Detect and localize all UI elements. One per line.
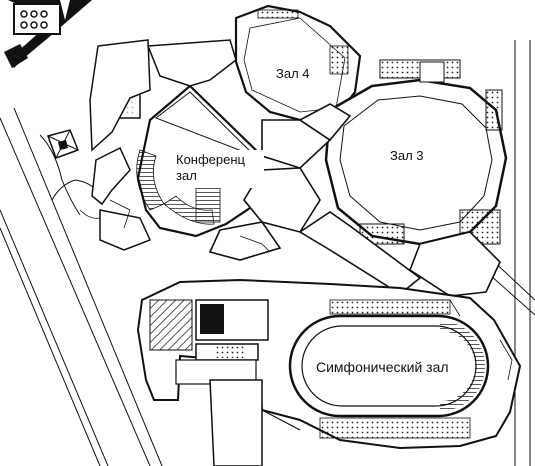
conference-hall-label-line1: Конференц [176, 152, 246, 167]
pavilion-square [47, 129, 79, 159]
plan-details [79, 199, 513, 381]
upper-left-wing [89, 39, 237, 251]
boundary-wall-top-left [4, 0, 92, 68]
conference-label-bg [174, 150, 264, 188]
hall-3-label: Зал 3 [390, 148, 424, 163]
conference-hall-label-line2: зал [176, 168, 197, 183]
street-lines-left [0, 107, 163, 466]
diagonal-corridor [208, 103, 422, 295]
corridor-to-symphony [409, 231, 501, 297]
hall-4-label: Зал 4 [276, 66, 310, 81]
symphony-complex [136, 278, 522, 466]
symphony-hall-label: Симфонический зал [316, 359, 449, 375]
